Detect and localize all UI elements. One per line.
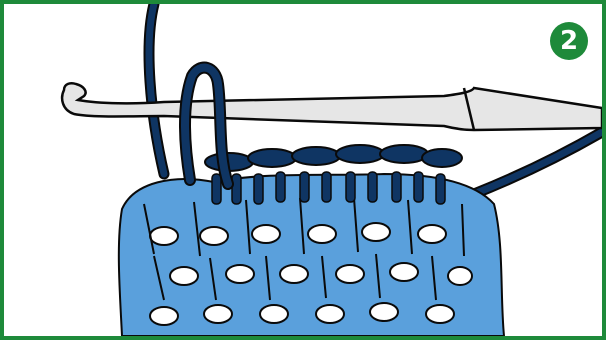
loop-on-hook: [179, 61, 234, 190]
crochet-fabric: [117, 172, 506, 336]
crochet-illustration: [60, 4, 602, 336]
crochet-hook-icon: [60, 82, 602, 132]
step-number-badge: 2: [550, 22, 588, 60]
chain-loops: [204, 144, 463, 172]
top-row-stitches: [211, 171, 446, 205]
